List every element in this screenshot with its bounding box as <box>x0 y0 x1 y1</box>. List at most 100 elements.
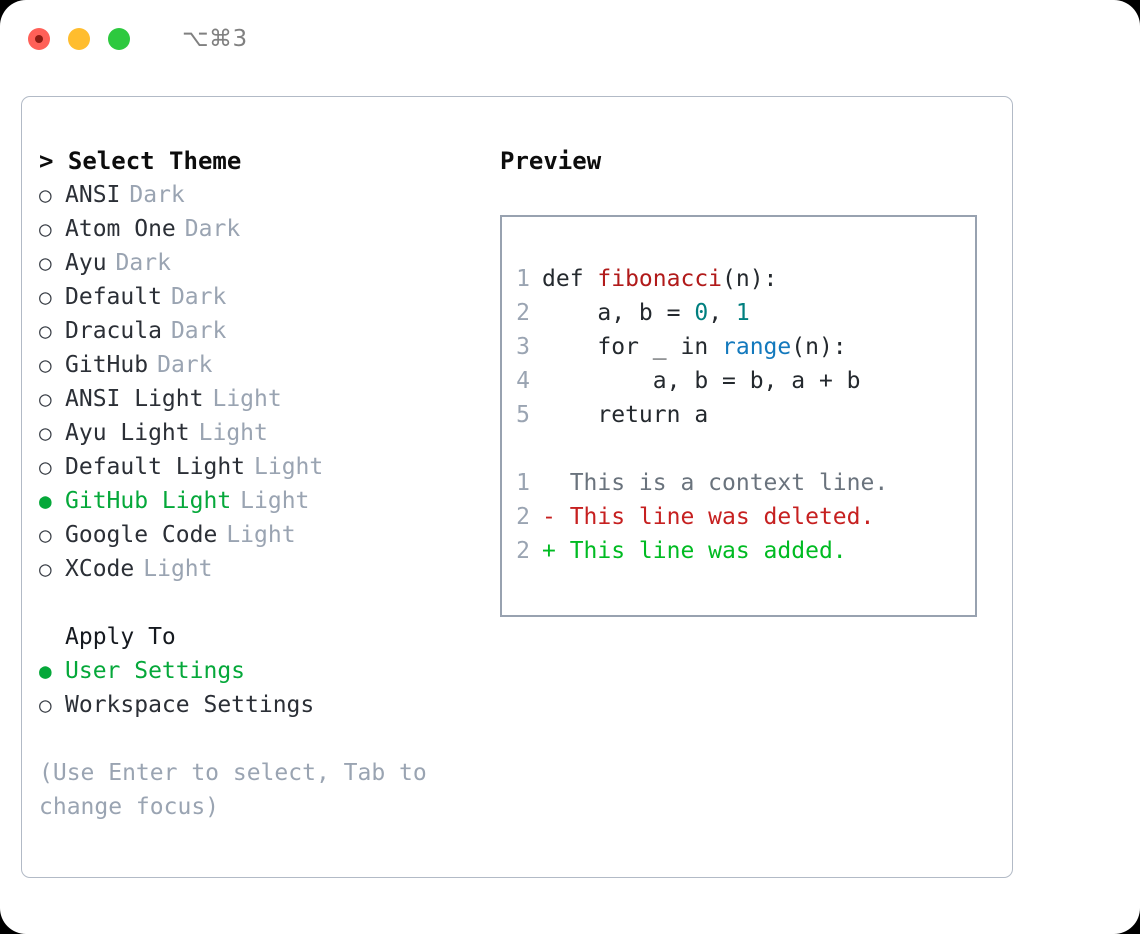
theme-option-row[interactable]: ○ ANSI Dark <box>39 178 487 212</box>
code-line-text: a, b = 0, 1 <box>542 296 750 330</box>
code-line: 2 a, b = 0, 1 <box>502 296 975 330</box>
diff-line-text-del: - This line was deleted. <box>542 504 875 530</box>
code-token-num: 1 <box>735 300 750 326</box>
code-line-number: 3 <box>516 334 530 360</box>
theme-name-label: Atom One <box>65 216 176 242</box>
theme-kind-label: Dark <box>170 318 227 344</box>
code-diff-spacer <box>502 432 975 466</box>
title-bar: ⌥⌘3 <box>0 0 1140 78</box>
radio-unselected-icon[interactable]: ○ <box>39 421 52 445</box>
apply-to-option-row[interactable]: ● User Settings <box>39 654 487 688</box>
apply-to-section: Apply To ● User Settings ○ Workspace Settin… <box>39 620 487 722</box>
code-line-text: for _ in range(n): <box>542 330 846 364</box>
code-token-plain: , <box>708 300 736 326</box>
diff-line-number: 2 <box>516 538 530 564</box>
theme-option-row[interactable]: ○ Atom One Dark <box>39 212 487 246</box>
theme-kind-label: Dark <box>115 250 171 276</box>
theme-option-row[interactable]: ○ ANSI Light Light <box>39 382 487 416</box>
theme-option-row[interactable]: ○ Ayu Light Light <box>39 416 487 450</box>
theme-name-label: GitHub Light <box>65 488 232 514</box>
preview-heading: Preview <box>500 147 602 175</box>
radio-unselected-icon[interactable]: ○ <box>39 693 52 717</box>
code-line-text: def fibonacci(n): <box>542 262 777 296</box>
radio-unselected-icon[interactable]: ○ <box>39 387 52 411</box>
radio-unselected-icon[interactable]: ○ <box>39 319 52 343</box>
diff-line-text-ctx: This is a context line. <box>542 470 889 496</box>
theme-kind-label: Light <box>226 522 296 548</box>
radio-unselected-icon[interactable]: ○ <box>39 557 52 581</box>
code-token-call: range <box>722 334 792 360</box>
theme-name-label: Google Code <box>65 522 218 548</box>
code-token-plain: a, b = <box>542 300 695 326</box>
apply-to-label: Workspace Settings <box>65 692 315 718</box>
radio-selected-icon[interactable]: ● <box>39 489 52 513</box>
radio-unselected-icon[interactable]: ○ <box>39 217 52 241</box>
radio-unselected-icon[interactable]: ○ <box>39 523 52 547</box>
window-controls <box>28 28 148 50</box>
code-line: 1 def fibonacci(n): <box>502 262 975 296</box>
diff-line: 2 - This line was deleted. <box>502 500 975 534</box>
theme-kind-label: Dark <box>184 216 241 242</box>
diff-line: 2+ This line was added. <box>502 534 975 568</box>
theme-name-label: Default <box>65 284 162 310</box>
theme-kind-label: Light <box>254 454 324 480</box>
code-line-number: 1 <box>516 266 530 292</box>
theme-option-row[interactable]: ○ Dracula Dark <box>39 314 487 348</box>
radio-unselected-icon[interactable]: ○ <box>39 251 52 275</box>
theme-name-label: Ayu Light <box>65 420 190 446</box>
diff-line-number: 1 <box>516 470 530 496</box>
theme-kind-label: Dark <box>129 182 185 208</box>
theme-kind-label: Dark <box>157 352 213 378</box>
minimize-window-button[interactable] <box>68 28 90 50</box>
code-line-text: a, b = b, a + b <box>542 364 861 398</box>
keyboard-shortcut-label: ⌥⌘3 <box>182 26 248 52</box>
code-token-fn: fibonacci <box>597 266 723 292</box>
theme-option-row[interactable]: ● GitHub Light Light <box>39 484 487 518</box>
theme-name-label: XCode <box>65 556 135 582</box>
code-token-plain: def <box>542 266 598 292</box>
code-line: 5 return a <box>502 398 975 432</box>
theme-name-label: ANSI Light <box>65 386 204 412</box>
code-token-plain: for _ in <box>542 334 723 360</box>
diff-sample: 1 This is a context line. 2 - This line wa… <box>502 466 975 568</box>
theme-name-label: ANSI <box>65 182 121 208</box>
radio-unselected-icon[interactable]: ○ <box>39 455 52 479</box>
code-line-text: return a <box>542 398 708 432</box>
code-token-plain: a, b = b, a + b <box>542 368 861 394</box>
radio-unselected-icon[interactable]: ○ <box>39 353 52 377</box>
apply-to-label: User Settings <box>65 658 246 684</box>
code-token-plain: (n): <box>722 266 778 292</box>
theme-kind-label: Light <box>240 488 310 514</box>
code-line: 3 for _ in range(n): <box>502 330 975 364</box>
diff-line: 1 This is a context line. <box>502 466 975 500</box>
code-token-num: 0 <box>694 300 709 326</box>
maximize-window-button[interactable] <box>108 28 130 50</box>
theme-name-label: Dracula <box>65 318 162 344</box>
theme-kind-label: Light <box>212 386 282 412</box>
theme-option-row[interactable]: ○ Google Code Light <box>39 518 487 552</box>
radio-unselected-icon[interactable]: ○ <box>39 183 52 207</box>
code-line: 4 a, b = b, a + b <box>502 364 975 398</box>
theme-kind-label: Light <box>198 420 268 446</box>
radio-unselected-icon[interactable]: ○ <box>39 285 52 309</box>
apply-to-list[interactable]: ● User Settings ○ Workspace Settings <box>39 654 487 722</box>
code-line-number: 5 <box>516 402 530 428</box>
code-token-plain: return a <box>542 402 709 428</box>
code-line-number: 2 <box>516 300 530 326</box>
radio-selected-icon[interactable]: ● <box>39 659 52 683</box>
diff-line-number: 2 <box>516 504 530 530</box>
close-window-button[interactable] <box>28 28 50 50</box>
apply-to-option-row[interactable]: ○ Workspace Settings <box>39 688 487 722</box>
select-theme-heading: > Select Theme <box>39 147 242 175</box>
apply-to-heading: Apply To <box>65 624 176 650</box>
